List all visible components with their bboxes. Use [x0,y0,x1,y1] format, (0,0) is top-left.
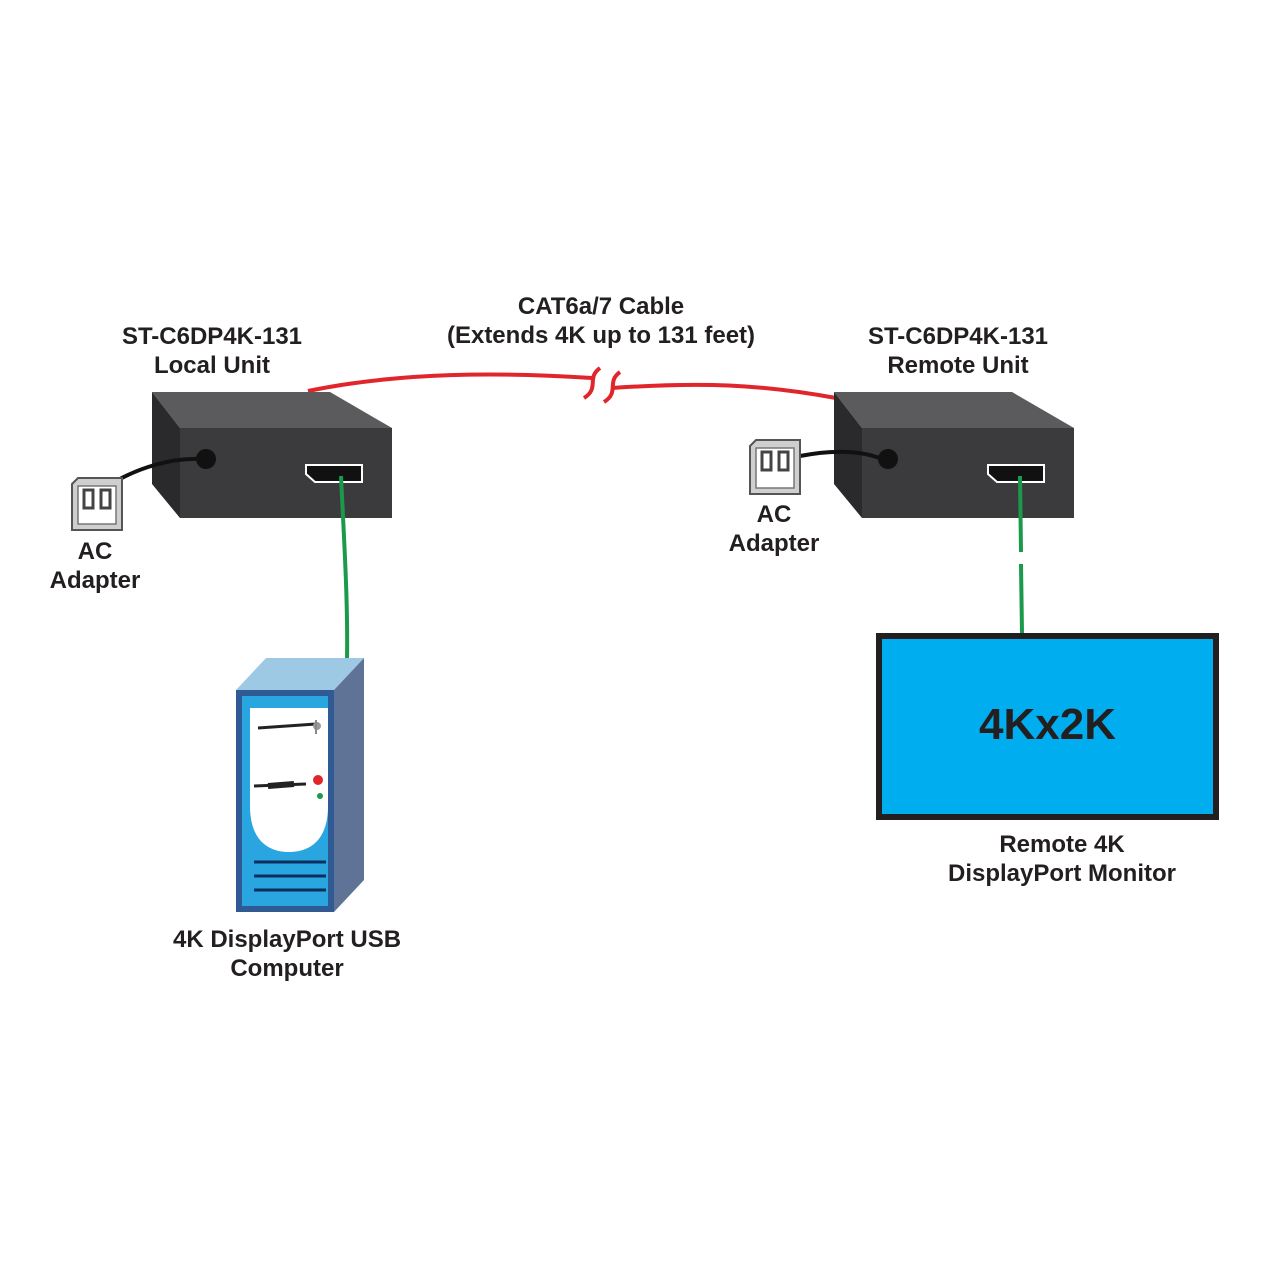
monitor-label: Remote 4K DisplayPort Monitor [912,830,1212,888]
local-unit-side [152,392,180,518]
remote-unit-role: Remote Unit [887,352,1029,379]
local-unit-box [152,392,392,518]
local-unit-displayport-icon [305,464,363,483]
cat6-cable-left-segment [307,372,593,393]
local-ac-adapter-icon [71,477,123,531]
local-ac-adapter-label: AC Adapter [35,537,155,595]
local-unit-model: ST-C6DP4K-131 [121,323,303,350]
computer-label-line1: 4K DisplayPort USB [172,926,402,953]
local-ac-adapter-line2: Adapter [49,567,141,594]
remote-unit-top [834,392,1074,428]
tower-top [236,658,364,690]
remote-ac-adapter-icon [749,439,801,495]
cable-label: CAT6a/7 Cable (Extends 4K up to 131 feet… [386,292,816,350]
cat6-cable [307,366,837,404]
local-unit-role: Local Unit [153,352,270,379]
remote-unit-displayport-icon [987,464,1045,483]
remote-ac-adapter-line1: AC [756,501,792,528]
tower-power-led [313,775,323,785]
remote-unit-label: ST-C6DP4K-131 Remote Unit [828,322,1088,380]
remote-unit-model: ST-C6DP4K-131 [867,323,1049,350]
cable-label-line2: (Extends 4K up to 131 feet) [446,322,756,349]
remote-unit-box [834,392,1074,518]
monitor-label-line2: DisplayPort Monitor [947,860,1176,887]
computer-tower-icon [236,658,364,912]
cable-label-line1: CAT6a/7 Cable [517,293,685,320]
remote-ac-adapter-line2: Adapter [728,530,820,557]
cable-break-mark-2 [602,370,622,404]
remote-unit-power-jack [878,449,898,469]
computer-label-line2: Computer [230,955,344,982]
cat6-cable-right-segment [611,382,837,400]
tower-side [334,658,364,912]
tower-activity-led [317,793,323,799]
cable-break-mark-1 [582,366,602,400]
computer-label: 4K DisplayPort USB Computer [137,925,437,983]
remote-video-cable [1018,475,1024,635]
monitor-label-line1: Remote 4K [999,831,1125,858]
local-power-cable [117,456,201,482]
remote-unit-side [834,392,862,518]
monitor-resolution-text: 4Kx2K [979,700,1116,749]
local-unit-label: ST-C6DP4K-131 Local Unit [82,322,342,380]
local-ac-adapter-line1: AC [77,538,113,565]
tower-drive-slot-1 [257,722,317,730]
remote-monitor-screen [876,633,1219,820]
local-unit-top [152,392,392,428]
remote-ac-adapter-label: AC Adapter [714,500,834,558]
local-video-cable [339,475,350,661]
local-unit-power-jack [196,449,216,469]
tower-bay-panel [250,708,328,852]
remote-power-cable [799,449,883,461]
